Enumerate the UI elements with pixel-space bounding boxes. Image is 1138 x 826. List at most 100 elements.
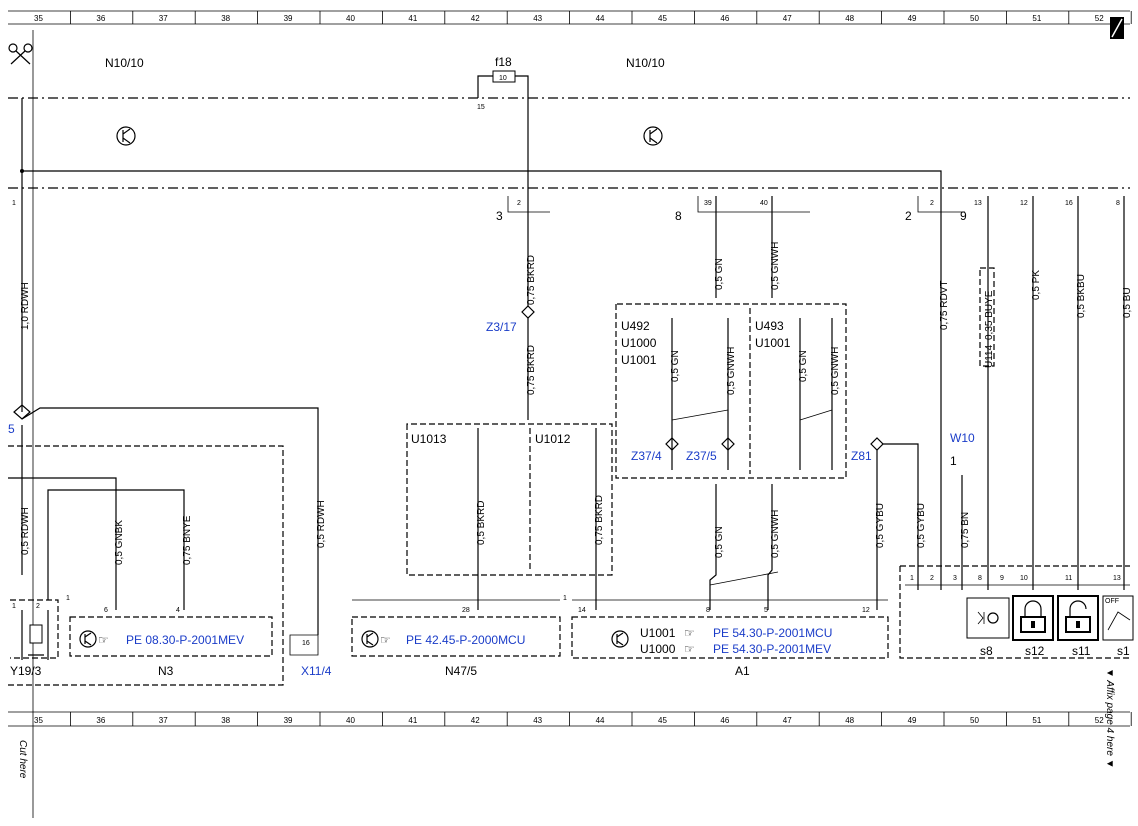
- light-switch-icon: [977, 611, 999, 625]
- fuse-f18: f18 10 15: [477, 55, 529, 111]
- svg-text:2: 2: [930, 200, 934, 207]
- grid-column-label-top: 36: [96, 14, 105, 23]
- grid-column-label-top: 38: [221, 14, 230, 23]
- wire-label: 0,5 GNBK: [114, 520, 125, 565]
- scissors-icon: [8, 43, 33, 65]
- grid-column-label-top: 51: [1032, 14, 1041, 23]
- grid-column-label-top: 35: [34, 14, 43, 23]
- svg-text:6: 6: [104, 607, 108, 614]
- svg-text:11: 11: [1065, 575, 1072, 582]
- grid-column-label-top: 37: [159, 14, 168, 23]
- grid-column-label-bottom: 39: [284, 716, 293, 725]
- svg-text:0,5 GN: 0,5 GN: [670, 350, 681, 382]
- grid-column-label-top: 45: [658, 14, 667, 23]
- svg-text:N3: N3: [158, 664, 174, 678]
- svg-text:8: 8: [978, 575, 982, 582]
- switch-s12: s12: [1012, 595, 1054, 658]
- wire-label: 0,5 GN: [714, 526, 725, 558]
- svg-text:U1013: U1013: [411, 432, 447, 446]
- top-grid-ruler: [8, 10, 1130, 25]
- grid-column-label-top: 50: [970, 14, 979, 23]
- connector-z81-label: Z81: [851, 449, 872, 463]
- grid-column-label-top: 43: [533, 14, 542, 23]
- svg-text:s12: s12: [1025, 644, 1045, 658]
- n3-outer-box: [8, 445, 284, 686]
- svg-text:A1: A1: [735, 664, 750, 678]
- wire-label: 0,75 BNYE: [182, 515, 193, 565]
- grid-column-label-bottom: 45: [658, 716, 667, 725]
- svg-text:0,5 GNWH: 0,5 GNWH: [726, 347, 737, 395]
- reference-a1-u1001-link[interactable]: PE 54.30-P-2001MCU: [713, 626, 832, 640]
- grid-column-label-bottom: 38: [221, 716, 230, 725]
- component-n3: 1 6 4 N3: [66, 595, 273, 678]
- svg-text:U1000: U1000: [640, 642, 676, 656]
- component-a1: 14 8 5 12 A1 U1001 U1000: [571, 599, 889, 678]
- bottom-grid-ruler: [8, 711, 1130, 727]
- grid-column-label-top: 41: [408, 14, 417, 23]
- pointing-hand-icon: ☞: [684, 626, 695, 640]
- component-n47-5: 28 1 N47/5: [351, 595, 567, 678]
- grid-column-label-top: 40: [346, 14, 355, 23]
- svg-text:s11: s11: [1072, 644, 1091, 658]
- svg-text:13: 13: [1113, 575, 1121, 582]
- svg-text:9: 9: [1000, 575, 1004, 582]
- wire-gn-gnwh-top: [715, 196, 773, 298]
- lock-closed-icon: [1020, 600, 1046, 633]
- wire-label: 0,75 BKRD: [526, 255, 537, 305]
- svg-text:2: 2: [905, 209, 912, 223]
- svg-text:12: 12: [862, 607, 870, 614]
- wire-label: 0,35 BUYE: [984, 290, 995, 340]
- svg-text:16: 16: [1065, 200, 1073, 207]
- svg-text:U492: U492: [621, 319, 650, 333]
- transistor-icon: [79, 630, 97, 648]
- wire-label: 0,75 BKRD: [526, 345, 537, 395]
- reference-n3-link[interactable]: PE 08.30-P-2001MEV: [126, 633, 244, 647]
- svg-text:1: 1: [66, 595, 70, 602]
- svg-text:2: 2: [930, 575, 934, 582]
- w10-pin-label: 1: [950, 454, 957, 468]
- pointing-hand-icon: ☞: [380, 633, 391, 647]
- grid-column-label-bottom: 47: [783, 716, 792, 725]
- pointing-hand-icon: ☞: [684, 642, 695, 656]
- svg-text:0,5 BKRD: 0,5 BKRD: [476, 501, 487, 545]
- svg-text:8: 8: [1116, 200, 1120, 207]
- grid-column-label-top: 42: [471, 14, 480, 23]
- switch-s1x: OFF s1: [1102, 595, 1134, 658]
- grid-column-label-top: 39: [284, 14, 293, 23]
- component-x11-4: 16 X11/4: [289, 634, 332, 678]
- wire-label: 0,5 RDWH: [316, 500, 327, 548]
- svg-text:5: 5: [764, 607, 768, 614]
- svg-text:U1001: U1001: [621, 353, 657, 367]
- connector-z3-17-label: Z3/17: [486, 320, 517, 334]
- svg-text:8: 8: [706, 607, 710, 614]
- grid-column-label-top: 47: [783, 14, 792, 23]
- reference-a1-u1000-link[interactable]: PE 54.30-P-2001MEV: [713, 642, 831, 656]
- splice-5-label: 5: [8, 422, 15, 436]
- svg-text:3: 3: [496, 209, 503, 223]
- svg-text:10: 10: [1020, 575, 1028, 582]
- reference-n47-link[interactable]: PE 42.45-P-2000MCU: [406, 633, 525, 647]
- wire-gnbk-bnye: [8, 477, 185, 610]
- wire-label: 0,5 BU: [1122, 287, 1133, 318]
- svg-text:9: 9: [960, 209, 967, 223]
- lock-open-icon: [1065, 600, 1091, 633]
- u114-label: U114: [984, 344, 995, 368]
- switch-s11: s11: [1057, 595, 1099, 658]
- wire-label: 0,5 RDWH: [20, 507, 31, 555]
- svg-text:15: 15: [477, 104, 485, 111]
- wire-label: 0,5 BKBU: [1076, 274, 1087, 318]
- grid-column-labels: 3535363637373838393940404141424243434444…: [34, 11, 1132, 726]
- grid-column-label-top: 49: [908, 14, 917, 23]
- svg-text:39: 39: [704, 200, 712, 207]
- svg-text:f18: f18: [495, 55, 512, 69]
- transistor-icon: [643, 126, 663, 146]
- module-n10-10-left-label: N10/10: [105, 56, 144, 70]
- variant-block-u492-u493: U492 U1000 U1001 U493 U1001 0,5 GN 0,5 G…: [615, 303, 847, 479]
- grid-column-label-bottom: 52: [1095, 716, 1104, 725]
- affix-page-text: ▼ Affix page 4 here ▼: [1104, 668, 1115, 769]
- grid-column-label-bottom: 50: [970, 716, 979, 725]
- grid-column-label-top: 44: [596, 14, 605, 23]
- grid-column-label-bottom: 41: [408, 716, 417, 725]
- grid-column-label-top: 48: [845, 14, 854, 23]
- svg-text:2: 2: [517, 200, 521, 207]
